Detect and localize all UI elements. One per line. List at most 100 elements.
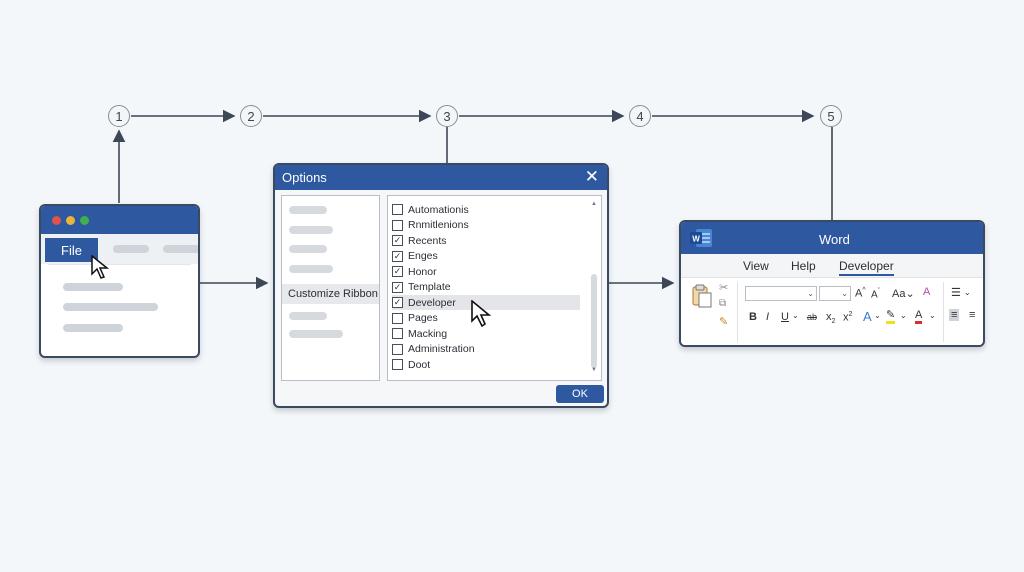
- scroll-thumb[interactable]: [591, 274, 597, 368]
- app-window: File: [39, 204, 200, 358]
- unchecked-checkbox[interactable]: [392, 219, 403, 231]
- maximize-dot-icon[interactable]: [80, 216, 89, 225]
- word-logo-icon: W: [690, 229, 712, 247]
- unchecked-checkbox[interactable]: [392, 312, 403, 324]
- ribbon-tab-option[interactable]: Pages: [392, 311, 580, 326]
- ribbon-tab-option[interactable]: Doot: [392, 357, 580, 372]
- unchecked-checkbox[interactable]: [392, 204, 403, 215]
- customize-ribbon-item[interactable]: Customize Ribbon: [282, 284, 379, 304]
- mouse-pointer-icon: [91, 255, 110, 279]
- bullets-icon[interactable]: ☰: [951, 287, 961, 299]
- subscript-icon[interactable]: x2: [826, 311, 836, 326]
- option-label: Macking: [408, 327, 448, 340]
- file-menu-button[interactable]: File: [45, 238, 98, 262]
- underline-icon[interactable]: U: [781, 311, 789, 323]
- minimize-dot-icon[interactable]: [66, 216, 75, 225]
- font-color-dropdown-icon[interactable]: ⌄: [929, 311, 936, 320]
- font-color-icon[interactable]: A: [915, 309, 923, 324]
- category-placeholder[interactable]: [289, 265, 333, 273]
- shrink-font-icon[interactable]: Aˇ: [871, 288, 881, 301]
- ribbon-tab-option[interactable]: ✓ Honor: [392, 264, 580, 279]
- scroll-up-icon[interactable]: ▲: [591, 201, 597, 207]
- options-dialog: Options ✕ Customize Ribbon ▲ ▼ Automatio…: [273, 163, 609, 408]
- step-4: 4: [629, 105, 651, 127]
- word-title: Word: [819, 232, 850, 247]
- ribbon-panel: ✂ ⧉ ✎ ⌄ ⌄ A^ Aˇ Aa⌄ A B I U ⌄ ab x2 x2 A…: [681, 277, 983, 345]
- word-title-bar: W Word: [681, 222, 983, 254]
- menu-placeholder: [163, 245, 198, 253]
- option-label: Automationis: [408, 203, 469, 216]
- checked-checkbox[interactable]: ✓: [392, 266, 403, 277]
- step-3: 3: [436, 105, 458, 127]
- category-placeholder[interactable]: [289, 312, 327, 320]
- highlight-icon[interactable]: ✎: [886, 310, 896, 324]
- close-icon[interactable]: ✕: [584, 167, 599, 186]
- step-5: 5: [820, 105, 842, 127]
- ribbon-tab-option[interactable]: Administration: [392, 342, 580, 357]
- ribbon-tab-option[interactable]: Automationis: [392, 202, 580, 217]
- option-label: Template: [408, 281, 451, 293]
- checked-checkbox[interactable]: ✓: [392, 297, 403, 308]
- category-placeholder[interactable]: [289, 206, 327, 214]
- clear-formatting-icon[interactable]: A: [923, 286, 931, 298]
- unchecked-checkbox[interactable]: [392, 343, 403, 355]
- italic-icon[interactable]: I: [766, 311, 770, 323]
- checked-checkbox[interactable]: ✓: [392, 235, 403, 246]
- ribbon-tab-option[interactable]: ✓Developer: [392, 295, 580, 310]
- app-content: [48, 264, 191, 349]
- bullets-dropdown-icon[interactable]: ⌄: [964, 288, 971, 297]
- svg-text:W: W: [692, 235, 700, 244]
- content-placeholder: [63, 324, 123, 332]
- ribbon-tab-option[interactable]: Rnmitlenions: [392, 218, 580, 233]
- word-window: W Word View Help Developer ✂ ⧉ ✎ ⌄ ⌄ A^ …: [679, 220, 985, 347]
- mouse-pointer-icon: [471, 300, 492, 328]
- option-label: Honor: [408, 265, 437, 278]
- step-2: 2: [240, 105, 262, 127]
- ribbon-tab-option[interactable]: ✓ Template: [392, 280, 580, 295]
- content-placeholder: [63, 303, 158, 311]
- bold-icon[interactable]: B: [749, 311, 757, 323]
- copy-icon[interactable]: ⧉: [719, 298, 727, 309]
- close-dot-icon[interactable]: [52, 216, 61, 225]
- group-divider: [943, 282, 944, 342]
- option-label: Administration: [408, 343, 475, 355]
- highlight-dropdown-icon[interactable]: ⌄: [900, 311, 907, 320]
- tab-developer[interactable]: Developer: [839, 259, 894, 276]
- category-placeholder[interactable]: [289, 330, 343, 338]
- option-label: Recents: [408, 234, 447, 247]
- font-name-dropdown[interactable]: ⌄: [745, 286, 817, 301]
- scroll-down-icon[interactable]: ▼: [591, 367, 597, 373]
- options-title: Options: [282, 170, 327, 185]
- text-effects-icon[interactable]: A: [863, 309, 872, 324]
- unchecked-checkbox[interactable]: [392, 359, 403, 370]
- unchecked-checkbox[interactable]: [392, 328, 403, 339]
- checked-checkbox[interactable]: ✓: [392, 250, 403, 262]
- text-effects-dropdown-icon[interactable]: ⌄: [874, 311, 881, 320]
- group-divider: [737, 282, 738, 342]
- ribbon-tab-option[interactable]: ✓Enges: [392, 249, 580, 264]
- paste-icon[interactable]: [691, 283, 713, 309]
- font-size-dropdown[interactable]: ⌄: [819, 286, 851, 301]
- ribbon-tab-bar: View Help Developer: [681, 254, 983, 277]
- option-label: Pages: [408, 312, 438, 324]
- cut-icon[interactable]: ✂: [719, 282, 729, 294]
- align-left-icon[interactable]: ≡: [949, 309, 960, 321]
- ribbon-tab-option[interactable]: ✓ Recents: [392, 233, 580, 248]
- tab-view[interactable]: View: [743, 259, 769, 273]
- menu-placeholder: [113, 245, 149, 253]
- checked-checkbox[interactable]: ✓: [392, 281, 403, 293]
- underline-dropdown-icon[interactable]: ⌄: [792, 311, 799, 320]
- grow-font-icon[interactable]: A^: [855, 287, 866, 300]
- options-category-list: Customize Ribbon: [281, 195, 380, 381]
- scrollbar[interactable]: ▲ ▼: [590, 201, 598, 373]
- category-placeholder[interactable]: [289, 226, 333, 234]
- align-center-icon[interactable]: ≡: [969, 309, 976, 321]
- superscript-icon[interactable]: x2: [843, 311, 853, 324]
- category-placeholder[interactable]: [289, 245, 327, 253]
- strikethrough-icon[interactable]: ab: [807, 312, 818, 322]
- ribbon-tab-option[interactable]: Macking: [392, 326, 580, 341]
- tab-help[interactable]: Help: [791, 259, 816, 273]
- change-case-icon[interactable]: Aa⌄: [892, 288, 915, 300]
- ok-button[interactable]: OK: [556, 385, 604, 403]
- format-painter-icon[interactable]: ✎: [719, 316, 729, 328]
